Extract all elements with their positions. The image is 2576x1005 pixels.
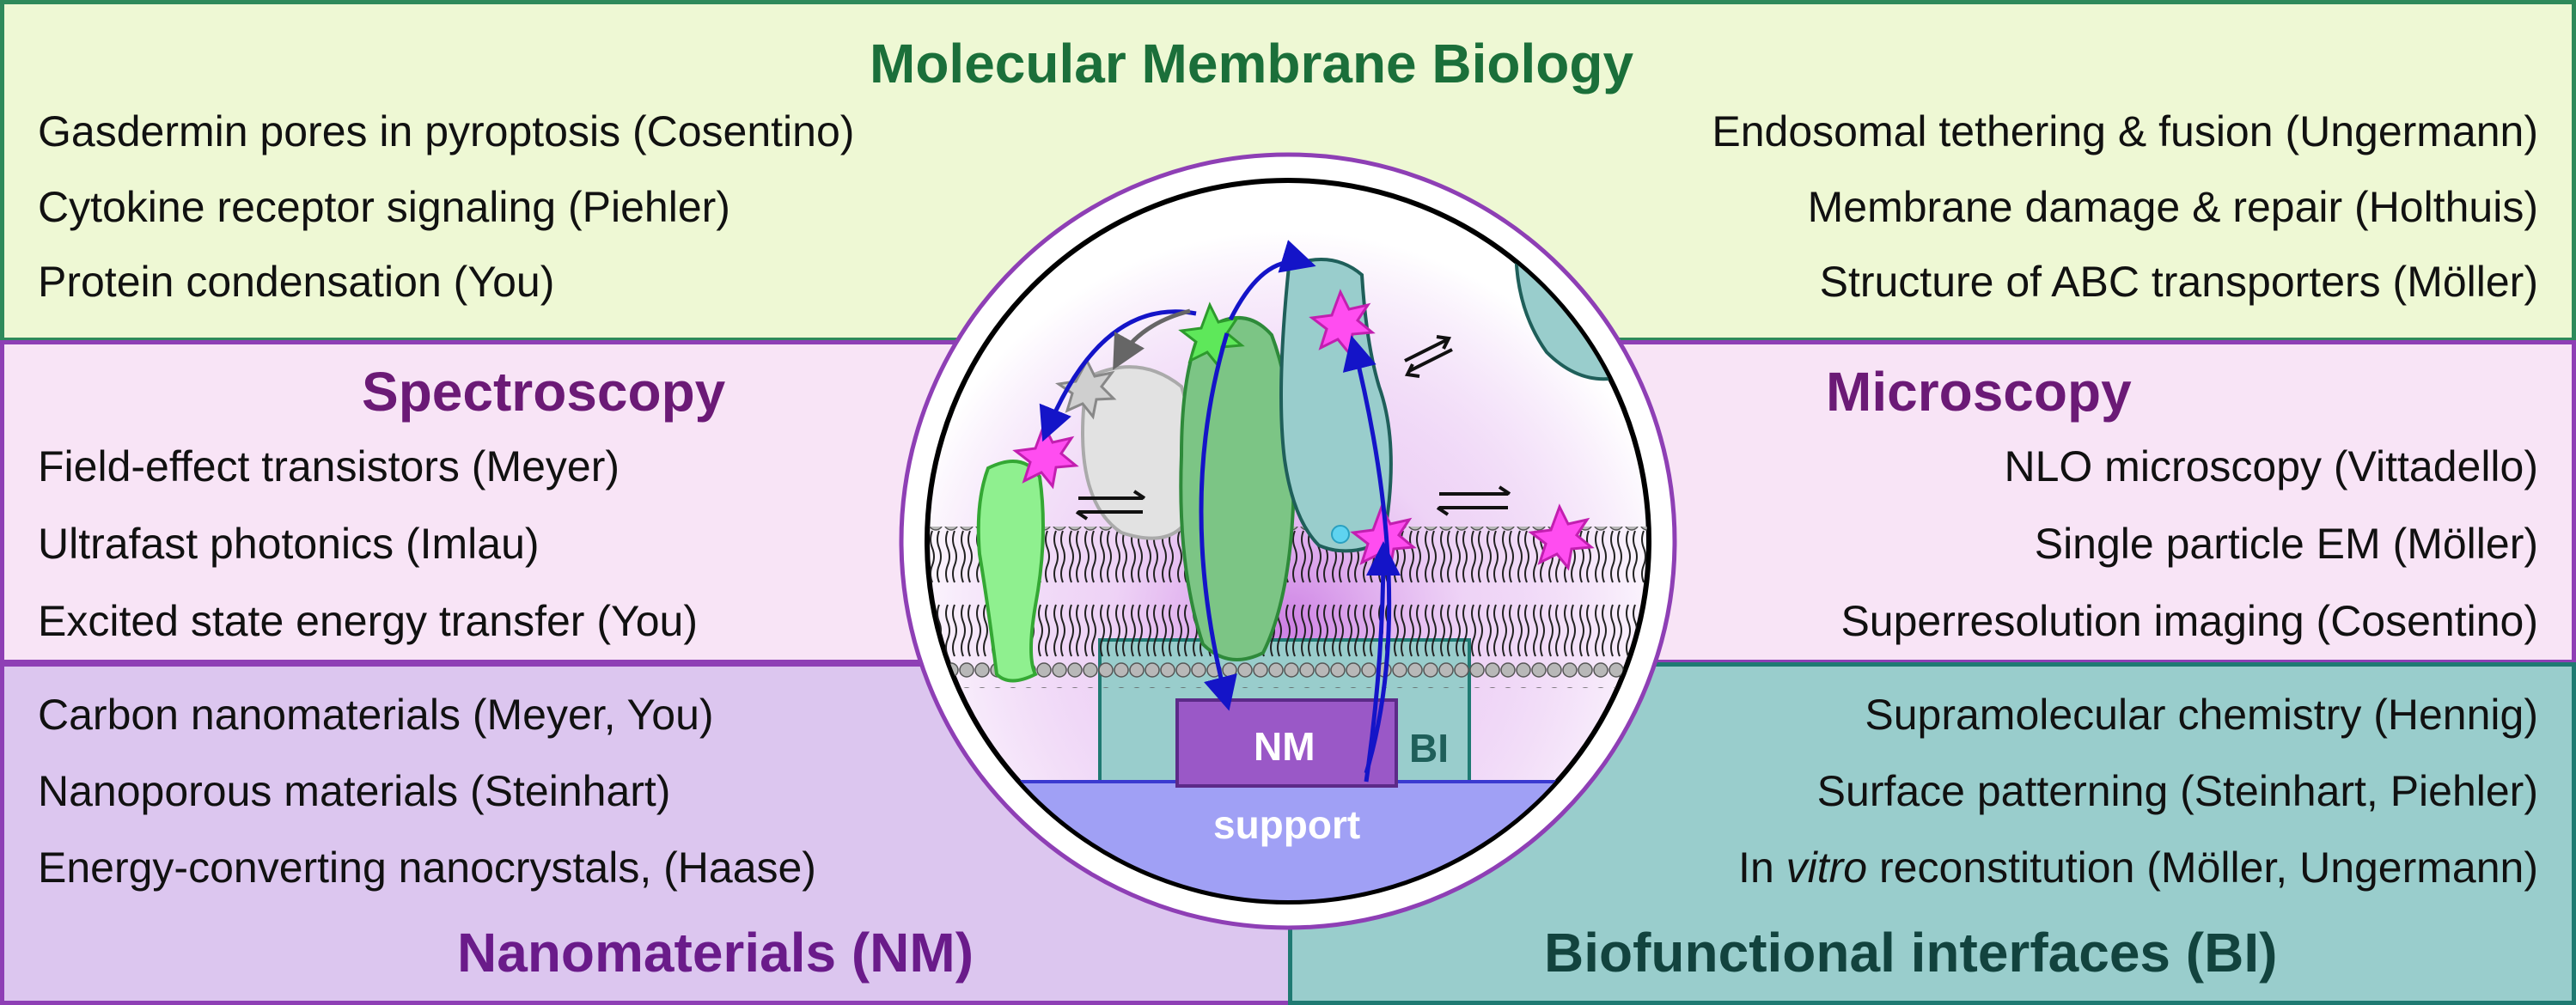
mmb-item-right-1: Endosomal tethering & fusion (Ungermann) (1712, 107, 2538, 155)
nm-label: NM (1254, 724, 1315, 769)
microscopy-item-2: Single particle EM (Möller) (2034, 520, 2538, 568)
biofunctional-title: Biofunctional interfaces (BI) (1544, 922, 2278, 984)
mmb-item-left-1: Gasdermin pores in pyroptosis (Cosentino… (38, 107, 855, 155)
microscopy-item-1: NLO microscopy (Vittadello) (2004, 442, 2538, 490)
green-protein-left (976, 460, 1045, 683)
gray-transfer-arrow (1113, 308, 1191, 370)
nm-block (1175, 698, 1398, 788)
biofunctional-item-3: In vitro reconstitution (Möller, Ungerma… (1738, 846, 2538, 889)
biofunctional-item-1: Supramolecular chemistry (Hennig) (1865, 691, 2538, 739)
spectroscopy-title: Spectroscopy (362, 361, 726, 423)
mmb-item-left-3: Protein condensation (You) (38, 258, 555, 306)
support-label: support (1213, 802, 1361, 847)
nanomaterials-item-2: Nanoporous materials (Steinhart) (38, 767, 671, 815)
mmb-item-left-2: Cytokine receptor signaling (Piehler) (38, 183, 730, 231)
mmb-item-right-2: Membrane damage & repair (Holthuis) (1807, 183, 2538, 231)
microscopy-item-3: Superresolution imaging (Cosentino) (1840, 597, 2538, 645)
mmb-item-right-3: Structure of ABC transporters (Möller) (1819, 258, 2538, 306)
nanomaterials-item-3: Energy-converting nanocrystals, (Haase) (38, 844, 816, 892)
bi-label: BI (1409, 726, 1449, 770)
equilibrium-arrows (1075, 335, 1511, 521)
green-protein-center (1179, 316, 1296, 661)
spectroscopy-item-2: Ultrafast photonics (Imlau) (38, 520, 540, 568)
nanomaterials-title: Nanomaterials (NM) (457, 922, 974, 984)
energy-transfer-arrows (1039, 240, 1401, 783)
fluorophore-star-magenta-1 (1012, 422, 1079, 490)
mmb-title: Molecular Membrane Biology (870, 33, 1634, 94)
nanomaterials-item-1: Carbon nanomaterials (Meyer, You) (38, 691, 714, 739)
lipid-probe-cyan (1331, 525, 1350, 544)
biofunctional-item-3-after: reconstitution (Möller, Ungermann) (1867, 844, 2538, 892)
spectroscopy-item-1: Field-effect transistors (Meyer) (38, 442, 620, 490)
spectroscopy-item-3: Excited state energy transfer (You) (38, 597, 698, 645)
fluorophore-star-gray (1055, 357, 1117, 420)
fluorophore-star-magenta-4 (1528, 503, 1595, 571)
biofunctional-item-2: Surface patterning (Steinhart, Piehler) (1816, 767, 2538, 815)
biofunctional-item-3-before: In (1738, 844, 1786, 892)
biofunctional-item-3-italic: vitro (1785, 844, 1868, 892)
microscopy-title: Microscopy (1826, 361, 2132, 423)
